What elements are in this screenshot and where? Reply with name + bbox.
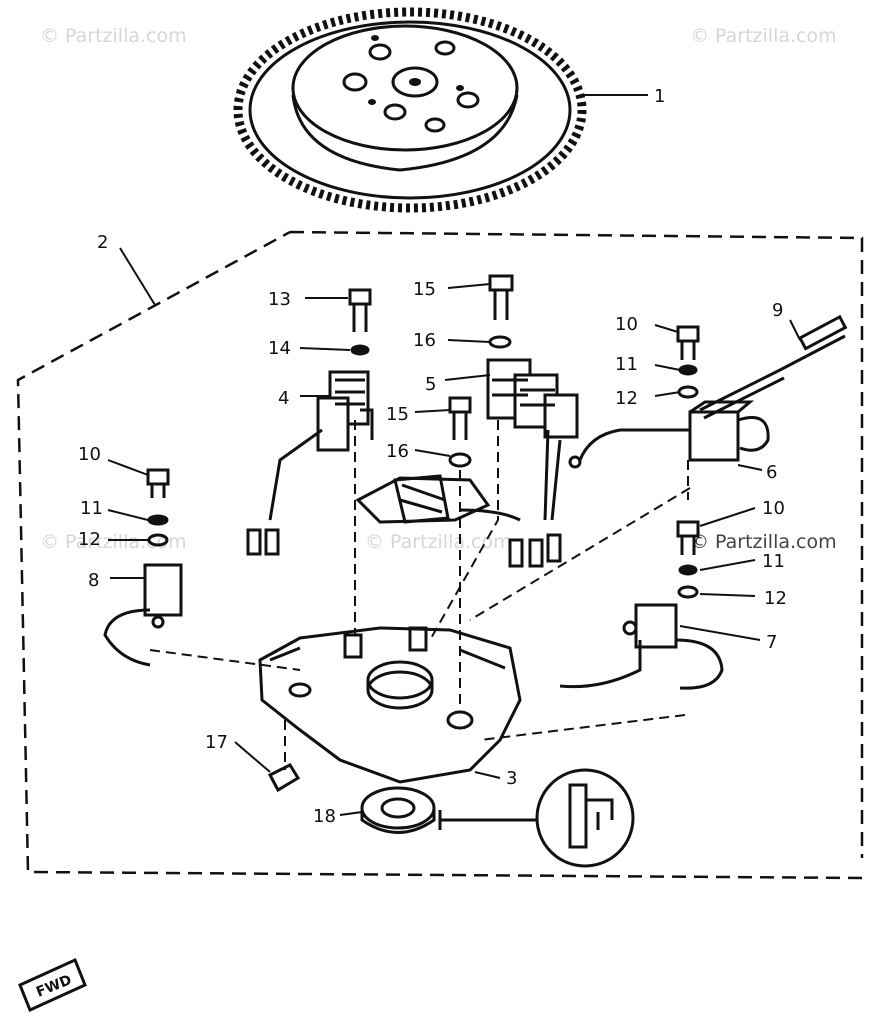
pulser-coil (486, 358, 579, 568)
bolt-right-lower-stack (676, 520, 700, 599)
callout-9: 9 (772, 300, 783, 321)
callout-10-right-lower: 10 (762, 498, 785, 519)
callout-16-top: 16 (413, 330, 436, 351)
callout-15-mid: 15 (386, 404, 409, 425)
callout-7: 7 (766, 632, 777, 653)
cdi-unit-left (103, 563, 183, 667)
screw-pulser-top (488, 274, 514, 349)
base-plate (258, 626, 522, 784)
alignment-lines (149, 420, 691, 770)
forward-arrow-icon: FWD (18, 957, 87, 1013)
callout-11-left: 11 (80, 498, 103, 519)
bolt-left-stack (146, 468, 170, 547)
callout-11-right-top: 11 (615, 354, 638, 375)
watermark-top-left: © Partzilla.com (40, 25, 187, 47)
screw-pulser-mid (448, 396, 472, 468)
lighting-coil (355, 474, 521, 524)
flywheel (233, 7, 587, 213)
callout-14: 14 (268, 338, 291, 359)
callout-13: 13 (268, 289, 291, 310)
callout-10-left: 10 (78, 444, 101, 465)
watermark-mid-right: © Partzilla.com (690, 531, 837, 553)
clamp (267, 763, 301, 793)
spark-plug-lead (699, 314, 848, 420)
watermark-mid-center: © Partzilla.com (365, 531, 512, 553)
charge-coil (246, 370, 374, 556)
callout-16-mid: 16 (386, 441, 409, 462)
assembly-boundary (16, 230, 864, 880)
callout-4: 4 (278, 388, 289, 409)
callout-11-right-lower: 11 (762, 551, 785, 572)
leader-lines (107, 94, 801, 816)
screw-charge-coil (348, 288, 372, 356)
watermark-top-right: © Partzilla.com (690, 25, 837, 47)
callout-3: 3 (506, 768, 517, 789)
callout-10-right-top: 10 (615, 314, 638, 335)
callout-12-right-top: 12 (615, 388, 638, 409)
detail-inset (438, 768, 635, 868)
callout-17: 17 (205, 732, 228, 753)
callout-1: 1 (654, 86, 665, 107)
callout-5: 5 (425, 374, 436, 395)
callout-6: 6 (766, 462, 777, 483)
oil-seal (360, 786, 436, 834)
callout-8: 8 (88, 570, 99, 591)
bolt-right-top-stack (676, 325, 700, 399)
callout-15-top: 15 (413, 279, 436, 300)
callout-18: 18 (313, 806, 336, 827)
cdi-unit-lower-right (559, 603, 724, 690)
cdi-unit-right (568, 400, 770, 469)
callout-12-left: 12 (78, 529, 101, 550)
callout-12-right-lower: 12 (764, 588, 787, 609)
callout-2: 2 (97, 232, 108, 253)
